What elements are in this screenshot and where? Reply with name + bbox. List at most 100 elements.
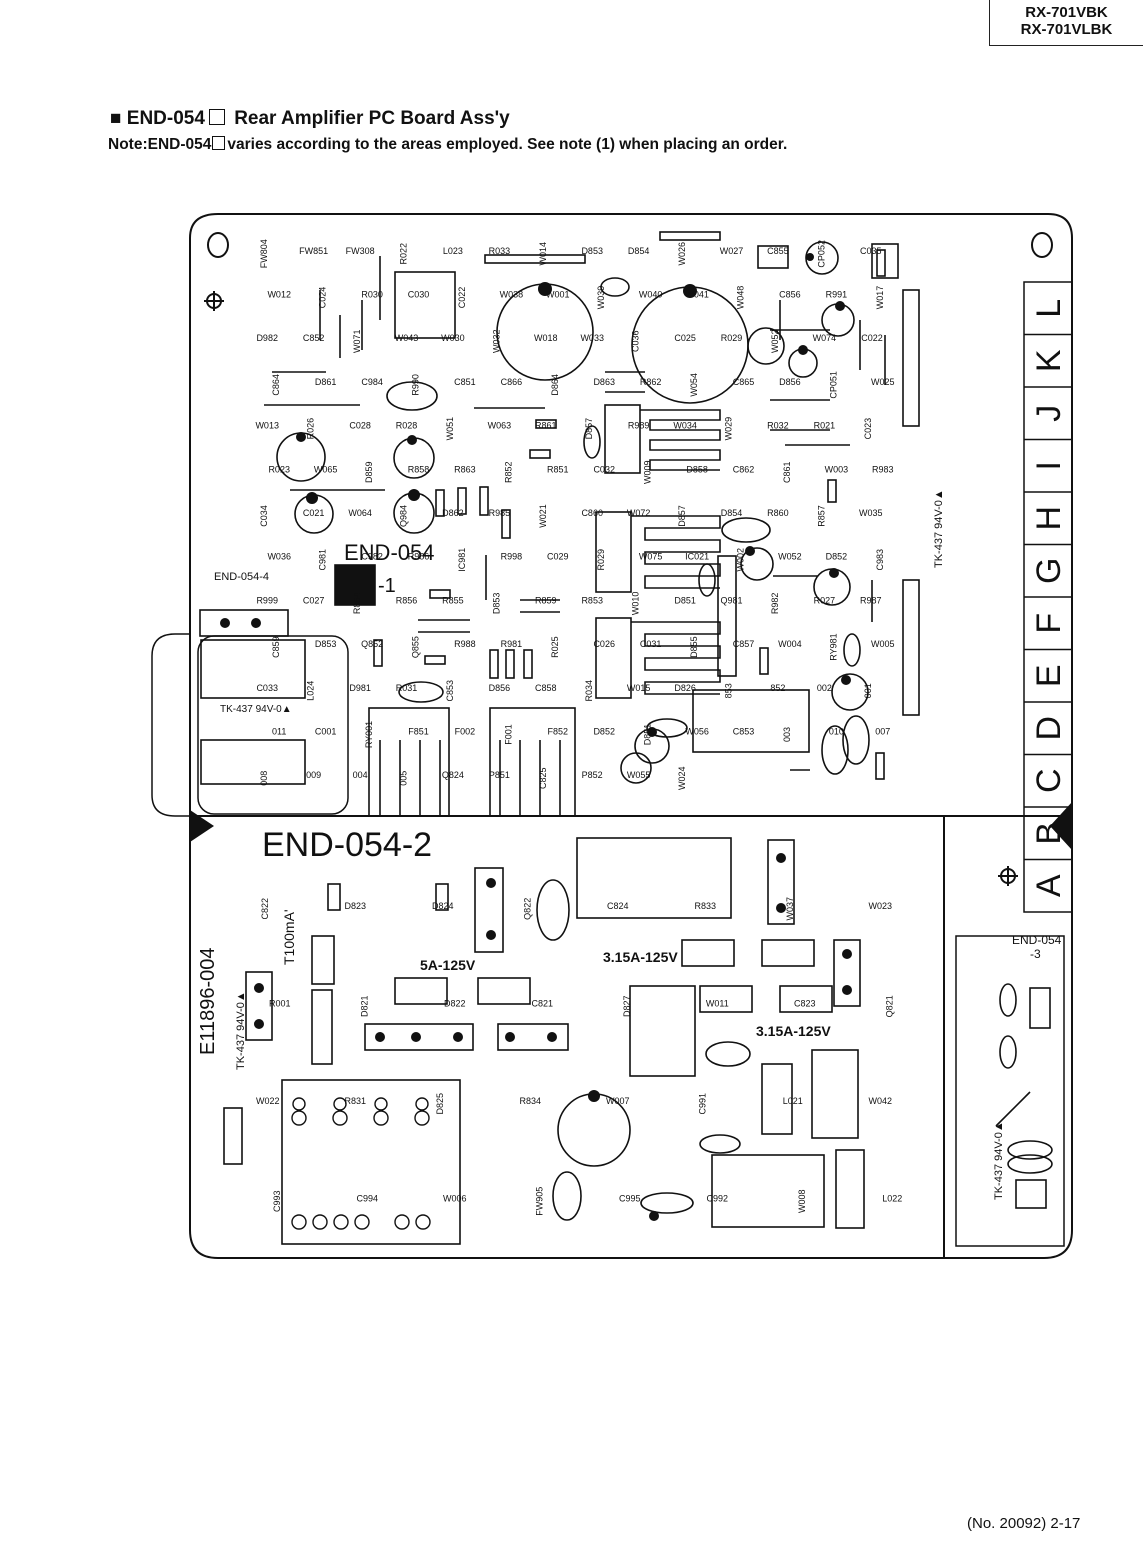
component-label: D864	[550, 374, 560, 396]
component-label: C860	[581, 508, 603, 518]
variant-box-icon	[208, 109, 225, 125]
component-label: W042	[869, 1096, 893, 1106]
component-label: W005	[871, 639, 895, 649]
component-label: D856	[779, 377, 801, 387]
jumper-w056	[311, 989, 333, 1065]
component-label: W074	[813, 333, 837, 343]
component-label: C983	[875, 549, 885, 571]
component-label: C821	[532, 998, 554, 1008]
component-label: W054	[689, 373, 699, 397]
capacitor-c853	[705, 1041, 751, 1067]
component-label: R028	[396, 421, 418, 431]
component-label: C001	[315, 727, 337, 737]
component-label: W051	[445, 417, 455, 441]
component-label: L023	[443, 246, 463, 256]
grid-letter-C: C	[1030, 768, 1068, 793]
relay-ry001	[576, 837, 732, 919]
component-label: FW804	[259, 239, 269, 268]
component-label: C982	[361, 552, 383, 562]
component-label: D857	[584, 418, 594, 440]
component-label: W022	[256, 1096, 280, 1106]
component-label: D853	[581, 246, 603, 256]
component-label: W025	[871, 377, 895, 387]
component-label: D981	[349, 683, 371, 693]
grid-letter-F: F	[1030, 613, 1068, 634]
component-label: W032	[491, 329, 501, 353]
connector-p852	[761, 1063, 793, 1135]
component-label: W065	[314, 464, 338, 474]
grid-letter-A: A	[1030, 874, 1068, 897]
connector-852-853	[767, 839, 795, 925]
connector-011	[474, 867, 504, 953]
connector-013-014	[199, 609, 289, 637]
crosshair-icon	[204, 291, 224, 311]
connector-p851	[811, 1049, 859, 1139]
heading-part-code: END-054	[126, 108, 205, 129]
component-label: C031	[640, 639, 662, 649]
component-label: L024	[306, 681, 316, 701]
component-label: R851	[547, 464, 569, 474]
component-label: D851	[643, 724, 653, 746]
component-label: W002	[736, 548, 746, 572]
component-label: R021	[814, 421, 836, 431]
sub-board-3-outline	[955, 935, 1065, 1247]
component-label: R999	[256, 595, 278, 605]
component-label: Q822	[522, 898, 532, 920]
component-label: R857	[816, 505, 826, 527]
variant-box-icon	[212, 136, 226, 150]
component-label: W017	[875, 286, 885, 310]
component-label: R029	[596, 549, 606, 571]
component-label: W010	[631, 592, 641, 616]
component-label: D827	[622, 996, 632, 1018]
model-number-box: RX-701VBK RX-701VLBK	[989, 0, 1143, 46]
capacitor	[831, 673, 869, 711]
component-label: W048	[736, 286, 746, 310]
connector-fw308	[757, 245, 789, 269]
component-label: R859	[535, 595, 557, 605]
component-label: D855	[689, 636, 699, 658]
fuse-holder-002	[327, 883, 341, 911]
component-label: W015	[627, 683, 651, 693]
section-3-suffix: -3	[1030, 947, 1041, 961]
component-label: R855	[442, 595, 464, 605]
component-label: C995	[619, 1193, 641, 1203]
sub-board-4-inner	[197, 635, 349, 815]
component-label: W038	[500, 290, 524, 300]
component-label: C022	[457, 287, 467, 309]
resistor-array	[373, 249, 886, 780]
capacitor	[747, 327, 785, 365]
component-label: C858	[535, 683, 557, 693]
component-label: C026	[593, 639, 615, 649]
section-2-label: END-054-2	[262, 826, 432, 864]
component-label: C030	[408, 290, 430, 300]
component-label: D821	[359, 996, 369, 1018]
component-label: C033	[256, 683, 278, 693]
component-label: R029	[721, 333, 743, 343]
fuse-f001	[394, 977, 448, 1005]
component-label: D863	[593, 377, 615, 387]
component-label: D824	[432, 901, 454, 911]
section-1-label: END-054	[344, 540, 434, 565]
component-label: F852	[548, 727, 569, 737]
note-text: varies according to the areas employed. …	[227, 136, 788, 153]
component-label: R023	[268, 464, 290, 474]
board-code-e11896: E11896-004	[197, 948, 219, 1056]
terminal-holes	[291, 1214, 431, 1230]
grid-letter-H: H	[1030, 506, 1068, 531]
grid-letter-I: I	[1030, 461, 1068, 470]
component-label: D853	[315, 639, 337, 649]
component-label: R025	[550, 636, 560, 658]
fuse-rating-f852: 3.15A-125V	[756, 1023, 831, 1039]
component-label: D862	[442, 508, 464, 518]
model-number-2: RX-701VLBK	[1020, 21, 1113, 38]
grid-letter-J: J	[1030, 405, 1068, 422]
component-label: F002	[455, 727, 476, 737]
mounting-hole-icon	[1031, 232, 1053, 258]
component-label: D854	[628, 246, 650, 256]
component-label: W036	[267, 552, 291, 562]
connector-851	[833, 939, 861, 1007]
component-label: W030	[441, 333, 465, 343]
component-label: R852	[503, 462, 513, 484]
component-label: C032	[593, 464, 615, 474]
component-label: 002	[817, 683, 832, 693]
